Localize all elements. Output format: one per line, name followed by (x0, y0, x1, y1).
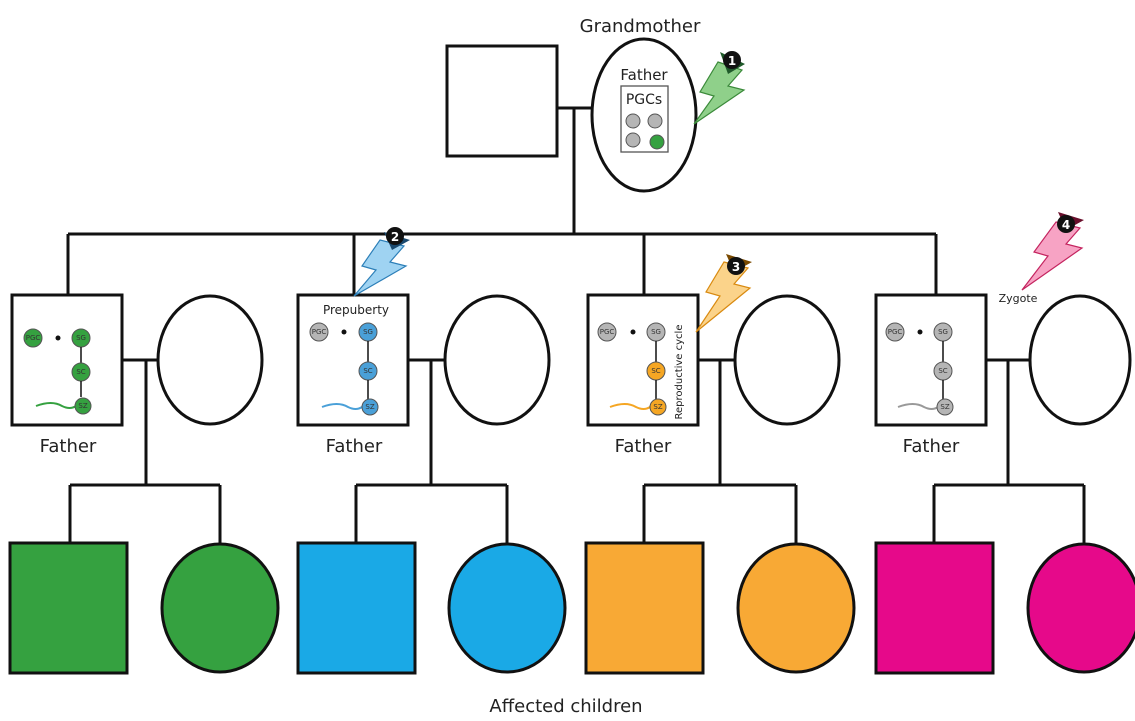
affected-daughter-circle (736, 542, 856, 674)
cell-label: PGC (26, 334, 41, 342)
affected-daughter-circle (1026, 542, 1135, 674)
sperm-tail (321, 403, 363, 410)
event-number: 3 (732, 260, 740, 274)
sz-cell (74, 397, 92, 415)
sz-cell (361, 398, 379, 416)
mother-circle (156, 294, 264, 426)
pgc-cell (625, 113, 641, 129)
family-green: PGC SG SC SZ Father (8, 293, 280, 675)
family-blue: Prepuberty PGC SG SC SZ Father 2 (296, 227, 567, 675)
arrow-dot (630, 329, 636, 335)
pgcs-label: PGCs (626, 92, 662, 108)
grandmother-label: Grandmother (580, 16, 701, 37)
event-badge-3: 3 (727, 257, 745, 275)
cell-label: SZ (365, 403, 374, 411)
affected-daughter-circle (447, 542, 567, 674)
father-label: Father (615, 436, 672, 457)
pgc-cell (309, 322, 329, 342)
affected-son-square (296, 541, 417, 675)
father-label: Father (326, 436, 383, 457)
pgc-cell (23, 328, 43, 348)
cell-label: SG (938, 328, 948, 336)
cell-label: SG (651, 328, 661, 336)
cell-label: SZ (78, 402, 87, 410)
cell-label: SZ (653, 403, 662, 411)
pgc-cell (647, 113, 663, 129)
arrow-dot (55, 335, 61, 341)
cell-label: PGC (600, 328, 615, 336)
arrow-dot (917, 329, 923, 335)
pgc-cell (885, 322, 905, 342)
affected-son-square (584, 541, 705, 675)
cell-label: SG (76, 334, 86, 342)
father-square (296, 293, 410, 427)
pgc-cell (625, 132, 641, 148)
father-label: Father (903, 436, 960, 457)
sz-cell (936, 398, 954, 416)
mother-circle (443, 294, 551, 426)
cell-label: SC (76, 368, 85, 376)
zygote-label: Zygote (999, 292, 1038, 305)
sperm-tail (35, 402, 77, 409)
event-badge-4: 4 (1057, 215, 1075, 233)
cell-label: SC (363, 367, 372, 375)
event-badge-2: 2 (386, 227, 404, 245)
event-number: 2 (391, 230, 399, 244)
pgc-cell (597, 322, 617, 342)
prepuberty-label: Prepuberty (323, 303, 389, 317)
cell-label: SZ (940, 403, 949, 411)
family-magenta: PGC SG SC SZ Father Zygote 4 (874, 212, 1135, 675)
event-number: 4 (1062, 218, 1070, 232)
event-badge-1: 1 (723, 51, 741, 69)
mother-circle (1028, 294, 1132, 426)
reproductive-cycle-label: Reproductive cycle (674, 325, 685, 420)
cell-label: SC (651, 367, 660, 375)
father-square (586, 293, 700, 427)
cell-label: PGC (312, 328, 327, 336)
affected-children-label: Affected children (489, 696, 642, 717)
cell-label: PGC (888, 328, 903, 336)
grandmother-inner-father-label: Father (620, 66, 668, 84)
father-square (874, 293, 988, 427)
cell-label: SG (363, 328, 373, 336)
mother-circle (733, 294, 841, 426)
pgc-cell-mutated (649, 134, 665, 150)
father-label: Father (40, 436, 97, 457)
affected-daughter-circle (160, 542, 280, 674)
cell-label: SC (938, 367, 947, 375)
event-number: 1 (728, 54, 736, 68)
family-orange: PGC SG SC SZ Reproductive cycle Father 3 (584, 254, 856, 675)
affected-son-square (8, 541, 129, 675)
grandfather-square (445, 44, 559, 158)
sz-cell (649, 398, 667, 416)
arrow-dot (341, 329, 347, 335)
affected-son-square (874, 541, 995, 675)
father-square (10, 293, 124, 427)
sperm-tail (897, 403, 939, 410)
sperm-tail (609, 403, 651, 410)
